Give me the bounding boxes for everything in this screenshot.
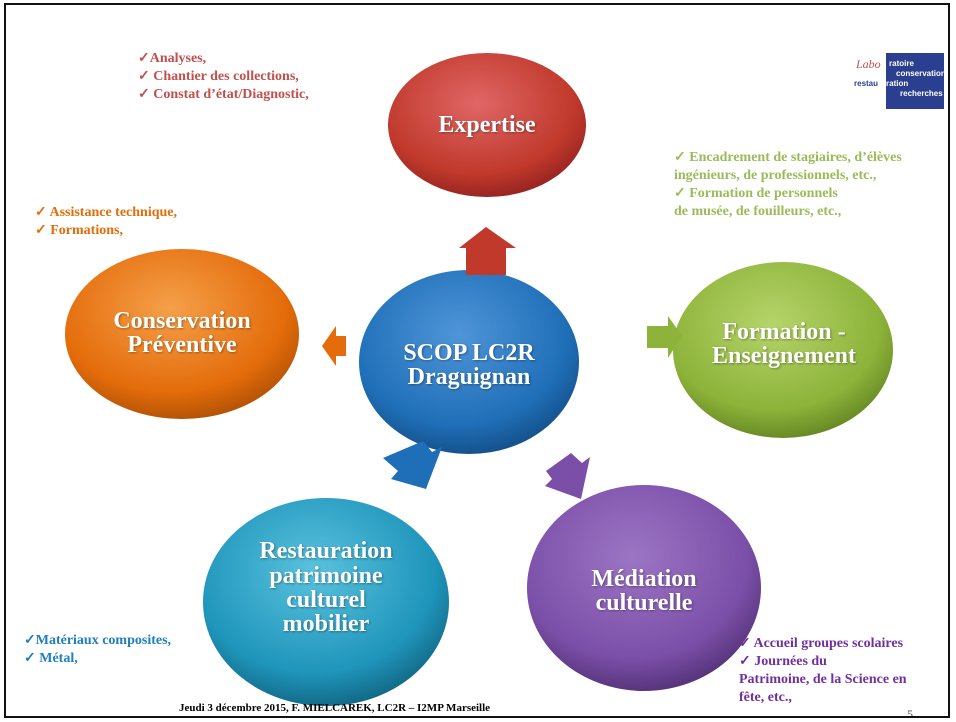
arrow-right [647,316,682,358]
mediation-bullets: ✓ Accueil groupes scolaires ✓ Journées d… [739,635,907,707]
logo-word-restau: restau [854,79,879,88]
logo-word-ratoire: ratoire [889,59,914,68]
slide: Expertise Conservation Préventive Format… [4,3,950,718]
center-label-line1: SCOP LC2R [403,339,535,366]
arrow-down-left [383,441,442,489]
conservation-label-line2: Préventive [127,332,237,358]
list-item: ✓ Assistance technique, [35,205,178,220]
list-item: ✓ Accueil groupes scolaires [739,636,904,651]
list-item: ✓ Encadrement de stagiaires, d’élèves [674,150,902,165]
logo-word-conservation: conservation [896,69,946,78]
restauration-label-line3: culturel [286,587,366,613]
list-item: ✓ Chantier des collections, [138,69,299,84]
mediation-label-line2: culturelle [595,590,693,616]
list-item: ingénieurs, de professionnels, etc., [674,168,877,183]
mediation-node: Médiation culturelle [526,561,762,621]
logo-word-ration: ration [886,79,909,88]
restauration-label-line1: Restauration [259,538,393,565]
diagram-canvas [65,53,893,706]
logo-word-recherches: recherches [900,89,943,98]
restauration-node: Restauration patrimoine culturel mobilie… [206,533,446,643]
list-item: Patrimoine, de la Science en [739,672,907,687]
conservation-ellipse [65,249,299,419]
formation-node: Formation - Enseignement [674,314,894,374]
lc2r-logo: Labo ratoire conservation restau ration … [854,53,946,109]
arrow-left [322,326,346,366]
restauration-label-line2: patrimoine [269,562,383,589]
list-item: ✓ Formations, [35,223,123,238]
center-label-line2: Draguignan [407,364,531,390]
page-number: 5 [907,707,913,718]
center-ellipse [359,270,579,454]
list-item: ✓Matériaux composites, [24,633,172,648]
mediation-label-line1: Médiation [591,565,697,592]
expertise-node: Expertise [388,105,586,145]
list-item: de musée, de fouilleurs, etc., [674,204,842,219]
list-item: fête, etc., [739,690,792,705]
formation-ellipse [673,262,893,438]
arrow-up [459,227,516,275]
list-item: ✓Analyses, [138,51,207,66]
center-node: SCOP LC2R Draguignan [359,335,579,395]
expertise-bullets: ✓Analyses, ✓ Chantier des collections, ✓… [138,50,309,104]
restauration-label-line4: mobilier [282,611,370,638]
list-item: ✓ Métal, [24,651,78,666]
list-item: ✓ Constat d’état/Diagnostic, [138,87,309,102]
mediation-ellipse [527,485,761,691]
expertise-label: Expertise [438,111,536,138]
logo-word-labo: Labo [856,57,881,71]
restauration-ellipse [203,498,449,706]
footer-text: Jeudi 3 décembre 2015, F. MIELCAREK, LC2… [179,702,491,714]
formation-bullets: ✓ Encadrement de stagiaires, d’élèves in… [674,149,902,221]
formation-label-line1: Formation - [722,318,846,345]
list-item: ✓ Journées du [739,654,827,669]
formation-label-line2: Enseignement [712,343,856,369]
conservation-bullets: ✓ Assistance technique, ✓ Formations, [35,204,177,240]
restauration-bullets: ✓Matériaux composites, ✓ Métal, [24,632,171,668]
list-item: ✓ Formation de personnels [674,186,838,201]
arrow-down-right [545,453,590,499]
expertise-ellipse [388,53,586,197]
conservation-node: Conservation Préventive [66,303,298,363]
logo-box [886,53,944,109]
conservation-label-line1: Conservation [113,307,251,334]
